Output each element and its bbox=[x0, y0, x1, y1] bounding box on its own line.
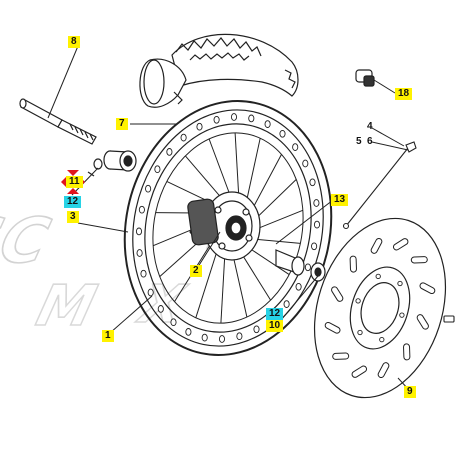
rim-hole bbox=[304, 263, 311, 272]
callout-18[interactable]: 18 bbox=[395, 88, 413, 100]
rim-hole bbox=[264, 120, 271, 128]
rim-hole bbox=[213, 115, 220, 124]
disc-bolt-hole bbox=[375, 273, 381, 280]
rim-hole bbox=[180, 133, 187, 142]
brake-disc-slots bbox=[324, 237, 436, 379]
callout-4[interactable]: 4 bbox=[367, 121, 373, 132]
rim-hole bbox=[279, 129, 286, 138]
rim-hole bbox=[283, 300, 290, 308]
axle bbox=[19, 98, 97, 145]
spokes bbox=[153, 132, 303, 324]
rim-hole bbox=[201, 333, 208, 342]
rim-hole bbox=[295, 282, 302, 291]
rim-hole bbox=[185, 328, 192, 336]
tire bbox=[139, 33, 299, 108]
disc-slot bbox=[416, 314, 429, 330]
disc-slot bbox=[377, 362, 390, 379]
disc-bolt-hole bbox=[357, 329, 363, 336]
rim-hole bbox=[311, 242, 318, 251]
rim-hole bbox=[309, 178, 316, 187]
spoke bbox=[220, 251, 226, 324]
callout-13[interactable]: 13 bbox=[331, 194, 349, 206]
spoke bbox=[208, 138, 232, 200]
callout-12-right[interactable]: 12 bbox=[266, 308, 284, 320]
rim-hole bbox=[313, 220, 321, 229]
disc-slot bbox=[351, 365, 368, 378]
rim-hole bbox=[140, 269, 147, 278]
disc-slot bbox=[392, 238, 409, 251]
spoke bbox=[195, 246, 219, 318]
svg-text:C: C bbox=[0, 205, 56, 277]
rim-hole bbox=[313, 199, 320, 207]
callout-3[interactable]: 3 bbox=[67, 211, 79, 223]
callout-12-left[interactable]: 12 bbox=[64, 196, 82, 208]
rim-hole bbox=[147, 288, 154, 297]
spoke bbox=[253, 209, 303, 231]
rim-hole bbox=[248, 114, 255, 123]
rim-hole bbox=[145, 184, 152, 193]
svg-text:M: M bbox=[31, 274, 103, 339]
spoke bbox=[253, 179, 297, 222]
hub bbox=[187, 191, 261, 261]
disc-bolt-hole bbox=[379, 336, 385, 343]
rim-hole bbox=[154, 165, 161, 174]
valve-cap bbox=[355, 69, 375, 87]
disc-slot bbox=[332, 352, 350, 360]
callout-11[interactable]: 11 bbox=[66, 176, 83, 188]
disc-bolt-hole bbox=[355, 298, 361, 304]
callout-2[interactable]: 2 bbox=[190, 265, 202, 277]
left-spacer-bearing bbox=[87, 150, 137, 177]
rim-hole bbox=[302, 159, 309, 168]
spoke bbox=[239, 250, 272, 301]
rim-hole bbox=[166, 148, 173, 156]
callout-7[interactable]: 7 bbox=[116, 118, 128, 130]
rim-hole bbox=[138, 205, 145, 214]
callout-5[interactable]: 5 bbox=[356, 136, 362, 147]
rim-hole bbox=[236, 332, 243, 341]
callout-8[interactable]: 8 bbox=[68, 36, 80, 48]
spoke bbox=[185, 155, 225, 202]
rim-hole bbox=[135, 227, 143, 236]
brake-disc bbox=[313, 217, 447, 399]
spoke-part bbox=[342, 141, 417, 230]
rim-hole bbox=[253, 325, 260, 334]
disc-slot bbox=[419, 282, 436, 295]
rim-hole bbox=[218, 335, 226, 343]
disc-bolt-hole bbox=[397, 280, 403, 287]
spoke bbox=[250, 154, 282, 213]
spoke bbox=[245, 138, 261, 206]
disc-slot bbox=[331, 286, 344, 302]
disc-slot bbox=[349, 255, 357, 273]
spoke bbox=[234, 132, 240, 201]
right-spacer-bearing bbox=[275, 249, 326, 282]
rim-hole bbox=[196, 122, 203, 131]
rim-hole bbox=[292, 143, 299, 151]
rim-hole bbox=[157, 305, 164, 313]
disc-slot bbox=[370, 237, 383, 254]
callout-6[interactable]: 6 bbox=[367, 136, 373, 147]
leader-lines bbox=[47, 45, 410, 391]
spoke bbox=[232, 252, 248, 318]
callout-1[interactable]: 1 bbox=[102, 330, 114, 342]
spoke bbox=[246, 245, 290, 276]
callout-10[interactable]: 10 bbox=[266, 320, 284, 332]
rim-hole bbox=[230, 113, 238, 121]
disc-bolt bbox=[443, 315, 455, 323]
disc-bolt-hole bbox=[399, 312, 405, 318]
rim-hole bbox=[136, 249, 143, 257]
spoke bbox=[251, 238, 301, 244]
disc-slot bbox=[410, 256, 428, 264]
callout-9[interactable]: 9 bbox=[404, 386, 416, 398]
disc-slot bbox=[403, 343, 411, 361]
rim-spoke-holes bbox=[135, 113, 321, 343]
disc-slot bbox=[324, 321, 341, 334]
rim-hole bbox=[170, 318, 177, 327]
